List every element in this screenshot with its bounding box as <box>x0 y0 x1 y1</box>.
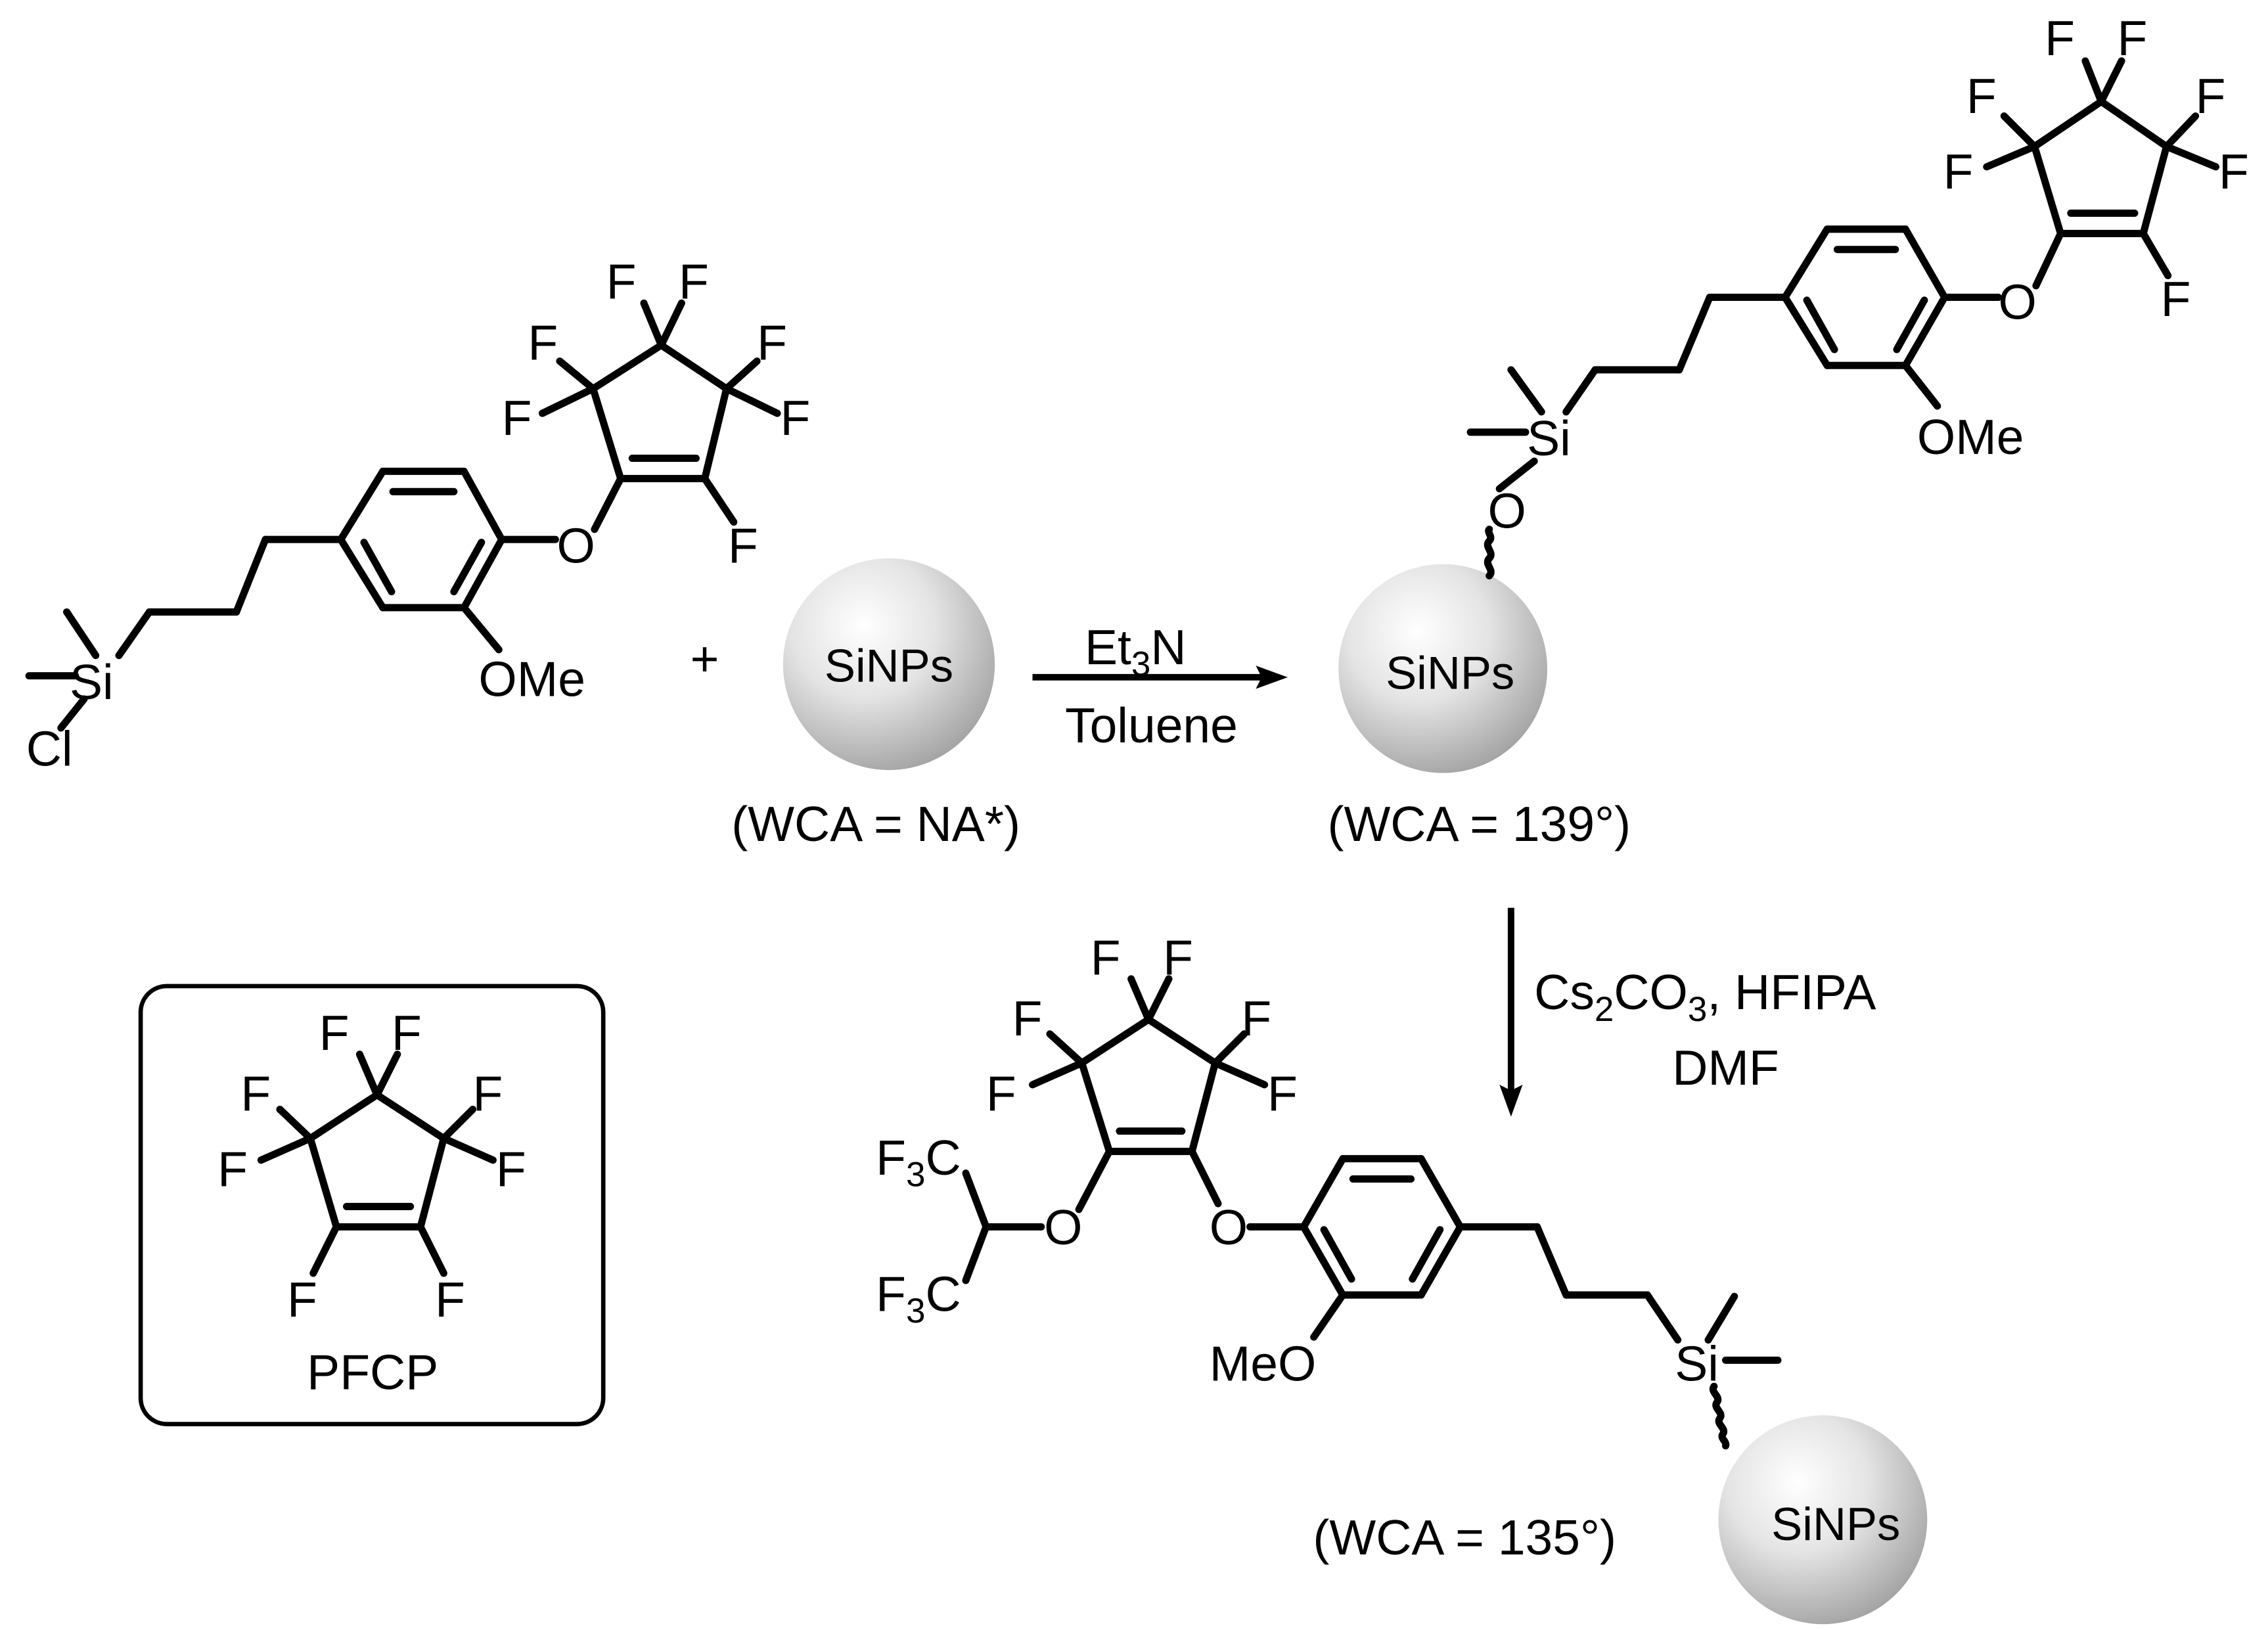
step2-solvent: DMF <box>1672 1040 1779 1095</box>
nanoparticle-label: SiNPs <box>1386 646 1514 698</box>
reactant-f-label: F <box>606 254 637 309</box>
product1-ome-group: OMe <box>1917 409 2024 464</box>
pfcp-f-label: F <box>319 1005 350 1060</box>
wca-product1-label: (WCA = 139°) <box>1328 796 1631 851</box>
nanoparticle-label: SiNPs <box>825 639 953 691</box>
pfcp-f-label: F <box>217 1142 248 1197</box>
reactant-f-label: F <box>728 518 758 573</box>
nanoparticle-label: SiNPs <box>1771 1498 1900 1550</box>
pfcp-label: PFCP <box>307 1345 438 1400</box>
product2-cf3-top: F3C <box>876 1130 961 1194</box>
product2-nanoparticle: SiNPs <box>1718 1415 1928 1625</box>
pfcp-f-label: F <box>435 1272 465 1327</box>
reactant-ome-group: OMe <box>478 652 585 707</box>
pfcp-f-label: F <box>473 1066 503 1121</box>
product2-f-label: F <box>1012 991 1043 1046</box>
product2-o2-atom: O <box>1210 1200 1248 1255</box>
product1-bonds <box>1466 57 2220 579</box>
pfcp-inset: F F F F F F F F PFCP <box>138 984 606 1426</box>
product2-bonds <box>962 975 1782 1450</box>
product1-f-label: F <box>1943 144 1974 199</box>
pfcp-f-label: F <box>496 1142 526 1197</box>
product2-f-label: F <box>1267 1066 1298 1121</box>
wca-product2-label: (WCA = 135°) <box>1313 1510 1616 1565</box>
reactant-si-atom: Si <box>70 654 114 710</box>
step1-solvent: Toluene <box>1065 698 1238 753</box>
reactant-f-label: F <box>780 390 810 445</box>
reactant-f-label: F <box>502 390 532 445</box>
step1-arrow <box>1032 666 1288 689</box>
plus-sign: + <box>691 631 719 687</box>
reactant-f-label: F <box>757 315 787 370</box>
product1-f-label: F <box>2161 271 2191 327</box>
reactant-f-label: F <box>679 254 709 309</box>
product2-f-label: F <box>986 1066 1016 1121</box>
product1-f-label: F <box>2045 11 2075 66</box>
product1-f-label: F <box>2117 11 2147 66</box>
product1-nanoparticle: SiNPs <box>1338 564 1548 773</box>
pfcp-f-label: F <box>240 1066 271 1121</box>
nanoparticle-start: SiNPs <box>782 558 995 771</box>
wca-start-label: (WCA = NA*) <box>731 796 1020 851</box>
step2-reagent: Cs2CO3, HFIPA <box>1534 964 1876 1029</box>
step2-arrow <box>1499 907 1523 1117</box>
nanoparticle-sphere <box>1338 564 1548 773</box>
product1-si-atom: Si <box>1527 411 1571 466</box>
product1-molecule: O Si O OMe F F F F F F F <box>1466 11 2249 579</box>
product2-cf3-bottom: F3C <box>876 1266 961 1330</box>
product1-o-link-atom: O <box>1488 483 1526 538</box>
product2-f-label: F <box>1241 991 1271 1046</box>
product2-molecule: F3C F3C O O MeO Si F F F F F F <box>876 930 1782 1450</box>
product2-meo-group: MeO <box>1210 1336 1317 1391</box>
reactant-o-atom: O <box>557 518 595 573</box>
reactant-molecule: Si Cl O OMe F F F F F F F <box>25 254 810 776</box>
product1-f-label: F <box>2219 144 2249 199</box>
reactant-f-label: F <box>528 315 558 370</box>
product1-f-label: F <box>2196 68 2226 124</box>
product2-o1-atom: O <box>1044 1200 1082 1255</box>
pfcp-box <box>138 984 606 1426</box>
product2-f-label: F <box>1163 930 1193 985</box>
product1-f-label: F <box>1966 68 1997 124</box>
reactant-cl-atom: Cl <box>26 721 73 776</box>
pfcp-f-label: F <box>287 1272 317 1327</box>
product1-o-atom: O <box>1998 275 2036 330</box>
step1-reagent: Et3N <box>1085 620 1187 684</box>
nanoparticle-sphere <box>1718 1415 1928 1625</box>
pfcp-bonds <box>257 1051 497 1277</box>
product2-f-label: F <box>1091 930 1121 985</box>
pfcp-f-label: F <box>392 1005 422 1060</box>
nanoparticle-sphere <box>782 558 995 771</box>
reactant-bonds <box>25 299 781 732</box>
product2-si-atom: Si <box>1675 1336 1719 1391</box>
